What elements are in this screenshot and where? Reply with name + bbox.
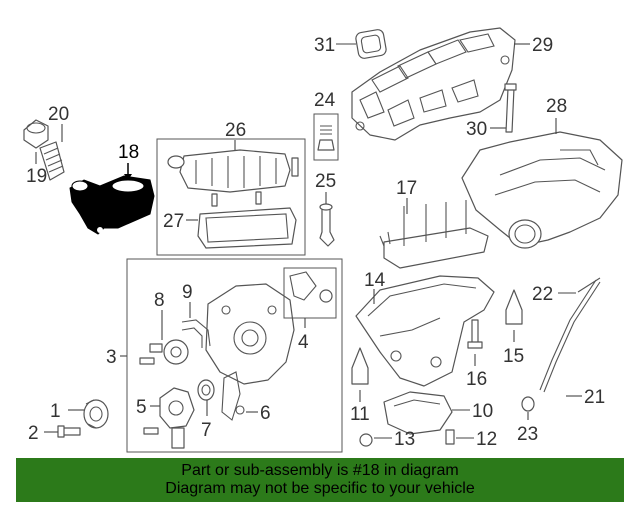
callout-20: 20 bbox=[48, 104, 69, 125]
callout-22: 22 bbox=[532, 284, 553, 305]
callout-15: 15 bbox=[503, 346, 524, 367]
callout-19: 19 bbox=[26, 166, 47, 187]
part-20-filter-cap bbox=[23, 119, 49, 149]
callout-21: 21 bbox=[584, 387, 605, 408]
part-27-gasket bbox=[197, 191, 297, 249]
callout-23: 23 bbox=[517, 424, 538, 445]
banner-line-1: Part or sub-assembly is #18 in diagram bbox=[181, 462, 459, 479]
part-17-windage-tray bbox=[379, 200, 489, 269]
callout-11: 11 bbox=[350, 404, 370, 425]
part-7-seal bbox=[197, 379, 215, 401]
info-banner: Part or sub-assembly is #18 in diagram D… bbox=[16, 458, 624, 502]
part-23-o-ring bbox=[521, 396, 535, 412]
callout-26: 26 bbox=[225, 120, 246, 141]
part-26-valve-cover bbox=[167, 149, 299, 193]
callout-25: 25 bbox=[315, 171, 336, 192]
part-24-insert bbox=[317, 125, 335, 151]
part-25-oil-fill-tube bbox=[319, 203, 335, 247]
part-30-stud bbox=[504, 83, 517, 133]
part-28-intake-plenum bbox=[461, 131, 623, 249]
callout-30: 30 bbox=[466, 119, 487, 140]
part-10-lower-oil-pan bbox=[383, 391, 453, 435]
part-2-damper-bolt bbox=[57, 425, 81, 438]
part-16-bolt bbox=[467, 319, 483, 349]
part-18-oil-filter-housing bbox=[69, 175, 155, 235]
callout-17: 17 bbox=[396, 178, 417, 199]
part-1-vibration-damper bbox=[83, 399, 109, 429]
callout-7: 7 bbox=[201, 420, 212, 441]
part-15-sealant-tube bbox=[505, 289, 523, 325]
part-11-sealant-tube bbox=[351, 347, 369, 385]
callout-31: 31 bbox=[314, 35, 335, 56]
callout-5: 5 bbox=[136, 397, 147, 418]
part-29-intake-manifold bbox=[351, 27, 516, 141]
callout-14: 14 bbox=[364, 270, 386, 291]
part-8-water-pump-pulley bbox=[149, 339, 189, 365]
part-22-dipstick-tube bbox=[539, 277, 601, 393]
callout-8: 8 bbox=[154, 290, 165, 311]
part-timing-cover bbox=[205, 283, 295, 385]
callout-3: 3 bbox=[106, 347, 117, 368]
part-9-hose bbox=[181, 319, 211, 348]
callout-2: 2 bbox=[28, 423, 39, 444]
callout-24: 24 bbox=[314, 90, 336, 111]
part-5-thermostat-housing bbox=[143, 387, 195, 449]
callout-4: 4 bbox=[298, 332, 309, 353]
callout-10: 10 bbox=[472, 401, 493, 422]
callout-9: 9 bbox=[182, 282, 193, 303]
part-13-drain-plug bbox=[359, 433, 373, 447]
callout-18: 18 bbox=[118, 142, 139, 163]
part-4-gasket bbox=[289, 271, 333, 303]
callout-13: 13 bbox=[394, 429, 415, 450]
callout-16: 16 bbox=[466, 369, 487, 390]
part-19-filter-element bbox=[39, 141, 65, 181]
callout-12: 12 bbox=[476, 429, 497, 450]
part-31-gasket bbox=[355, 29, 387, 59]
callout-1: 1 bbox=[50, 401, 61, 422]
part-12-bolt bbox=[445, 429, 455, 445]
part-3-bolt bbox=[139, 357, 155, 365]
callout-6: 6 bbox=[260, 403, 271, 424]
part-6-gasket bbox=[221, 371, 245, 421]
callout-27: 27 bbox=[163, 211, 184, 232]
callout-28: 28 bbox=[546, 96, 567, 117]
callout-29: 29 bbox=[532, 35, 553, 56]
part-14-oil-pan bbox=[355, 275, 495, 387]
banner-line-2: Diagram may not be specific to your vehi… bbox=[165, 480, 475, 497]
